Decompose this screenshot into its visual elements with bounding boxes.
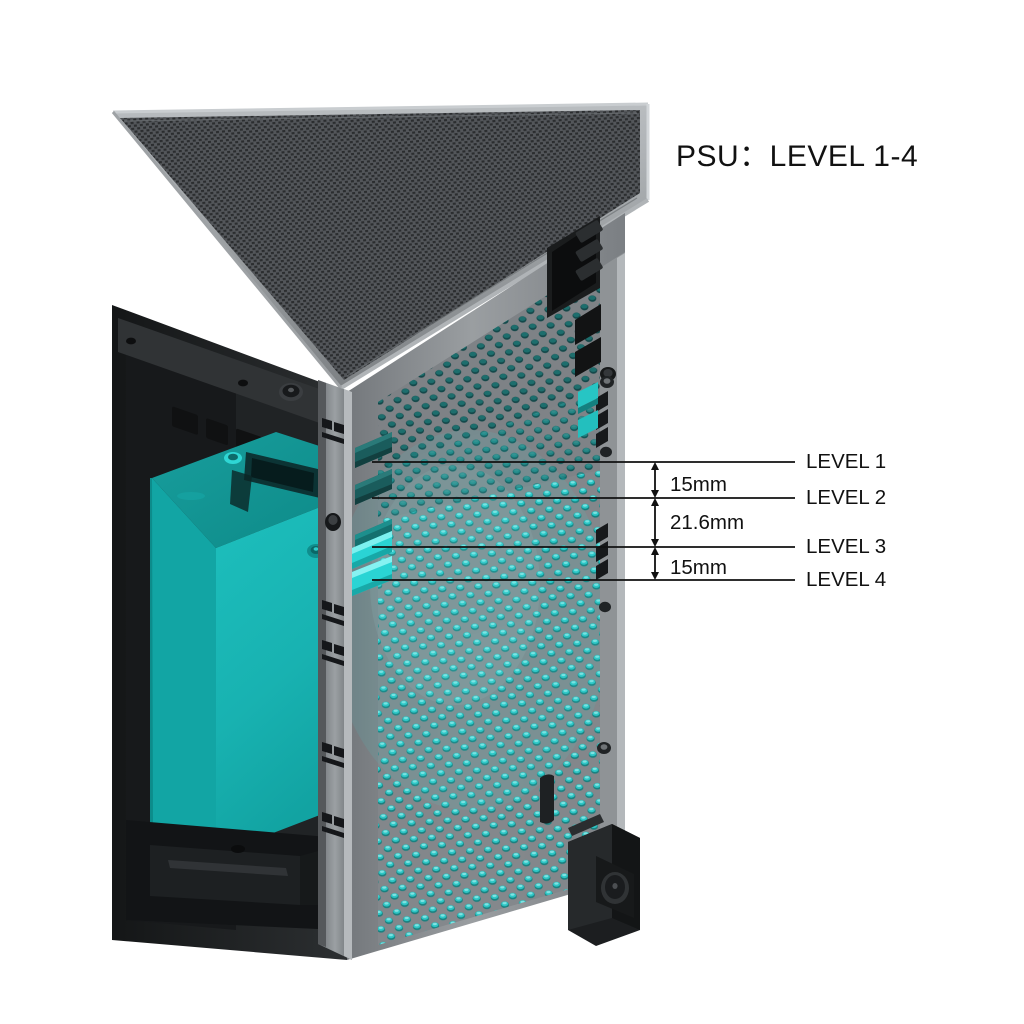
power-button-icon[interactable] — [601, 872, 629, 904]
dim-arrow-2-3 — [651, 498, 659, 547]
dimension-label-1-2: 15mm — [670, 473, 727, 496]
dimension-label-3-4: 15mm — [670, 556, 727, 579]
dim-arrow-1-2 — [651, 462, 659, 498]
psu-slot-level-1 — [355, 432, 392, 468]
dimension-label-2-3: 21.6mm — [670, 511, 745, 534]
front-perforated-panel — [347, 213, 625, 960]
dim-arrow-3-4 — [651, 547, 659, 580]
psu-mount-slot-tabs — [352, 432, 392, 596]
level-label-1: LEVEL 1 — [806, 450, 887, 473]
top-mesh-panel — [111, 102, 650, 390]
level-label-2: LEVEL 2 — [806, 486, 887, 509]
power-button-module[interactable] — [568, 814, 640, 946]
dimension-arrows — [651, 462, 659, 580]
right-rail-bracket-slots — [596, 391, 608, 580]
bottom-vent-slot — [540, 774, 554, 824]
psu-slot-level-2 — [355, 469, 392, 505]
psu-slot-level-3 — [352, 519, 392, 569]
level-label-3: LEVEL 3 — [806, 535, 887, 558]
left-side-rail — [318, 380, 352, 960]
rail-bracket-slots — [322, 418, 344, 838]
psu-title: PSU：LEVEL 1-4 — [676, 140, 919, 173]
thumbscrew-icon — [279, 383, 303, 401]
level-label-4: LEVEL 4 — [806, 568, 887, 591]
annotation-lines — [372, 461, 795, 581]
case-interior-assembly — [112, 305, 347, 960]
accent-tab-top — [578, 382, 598, 438]
panel-screw-holes — [597, 376, 614, 754]
psu-teal-block — [150, 432, 338, 855]
rear-io-cutouts — [547, 216, 616, 381]
